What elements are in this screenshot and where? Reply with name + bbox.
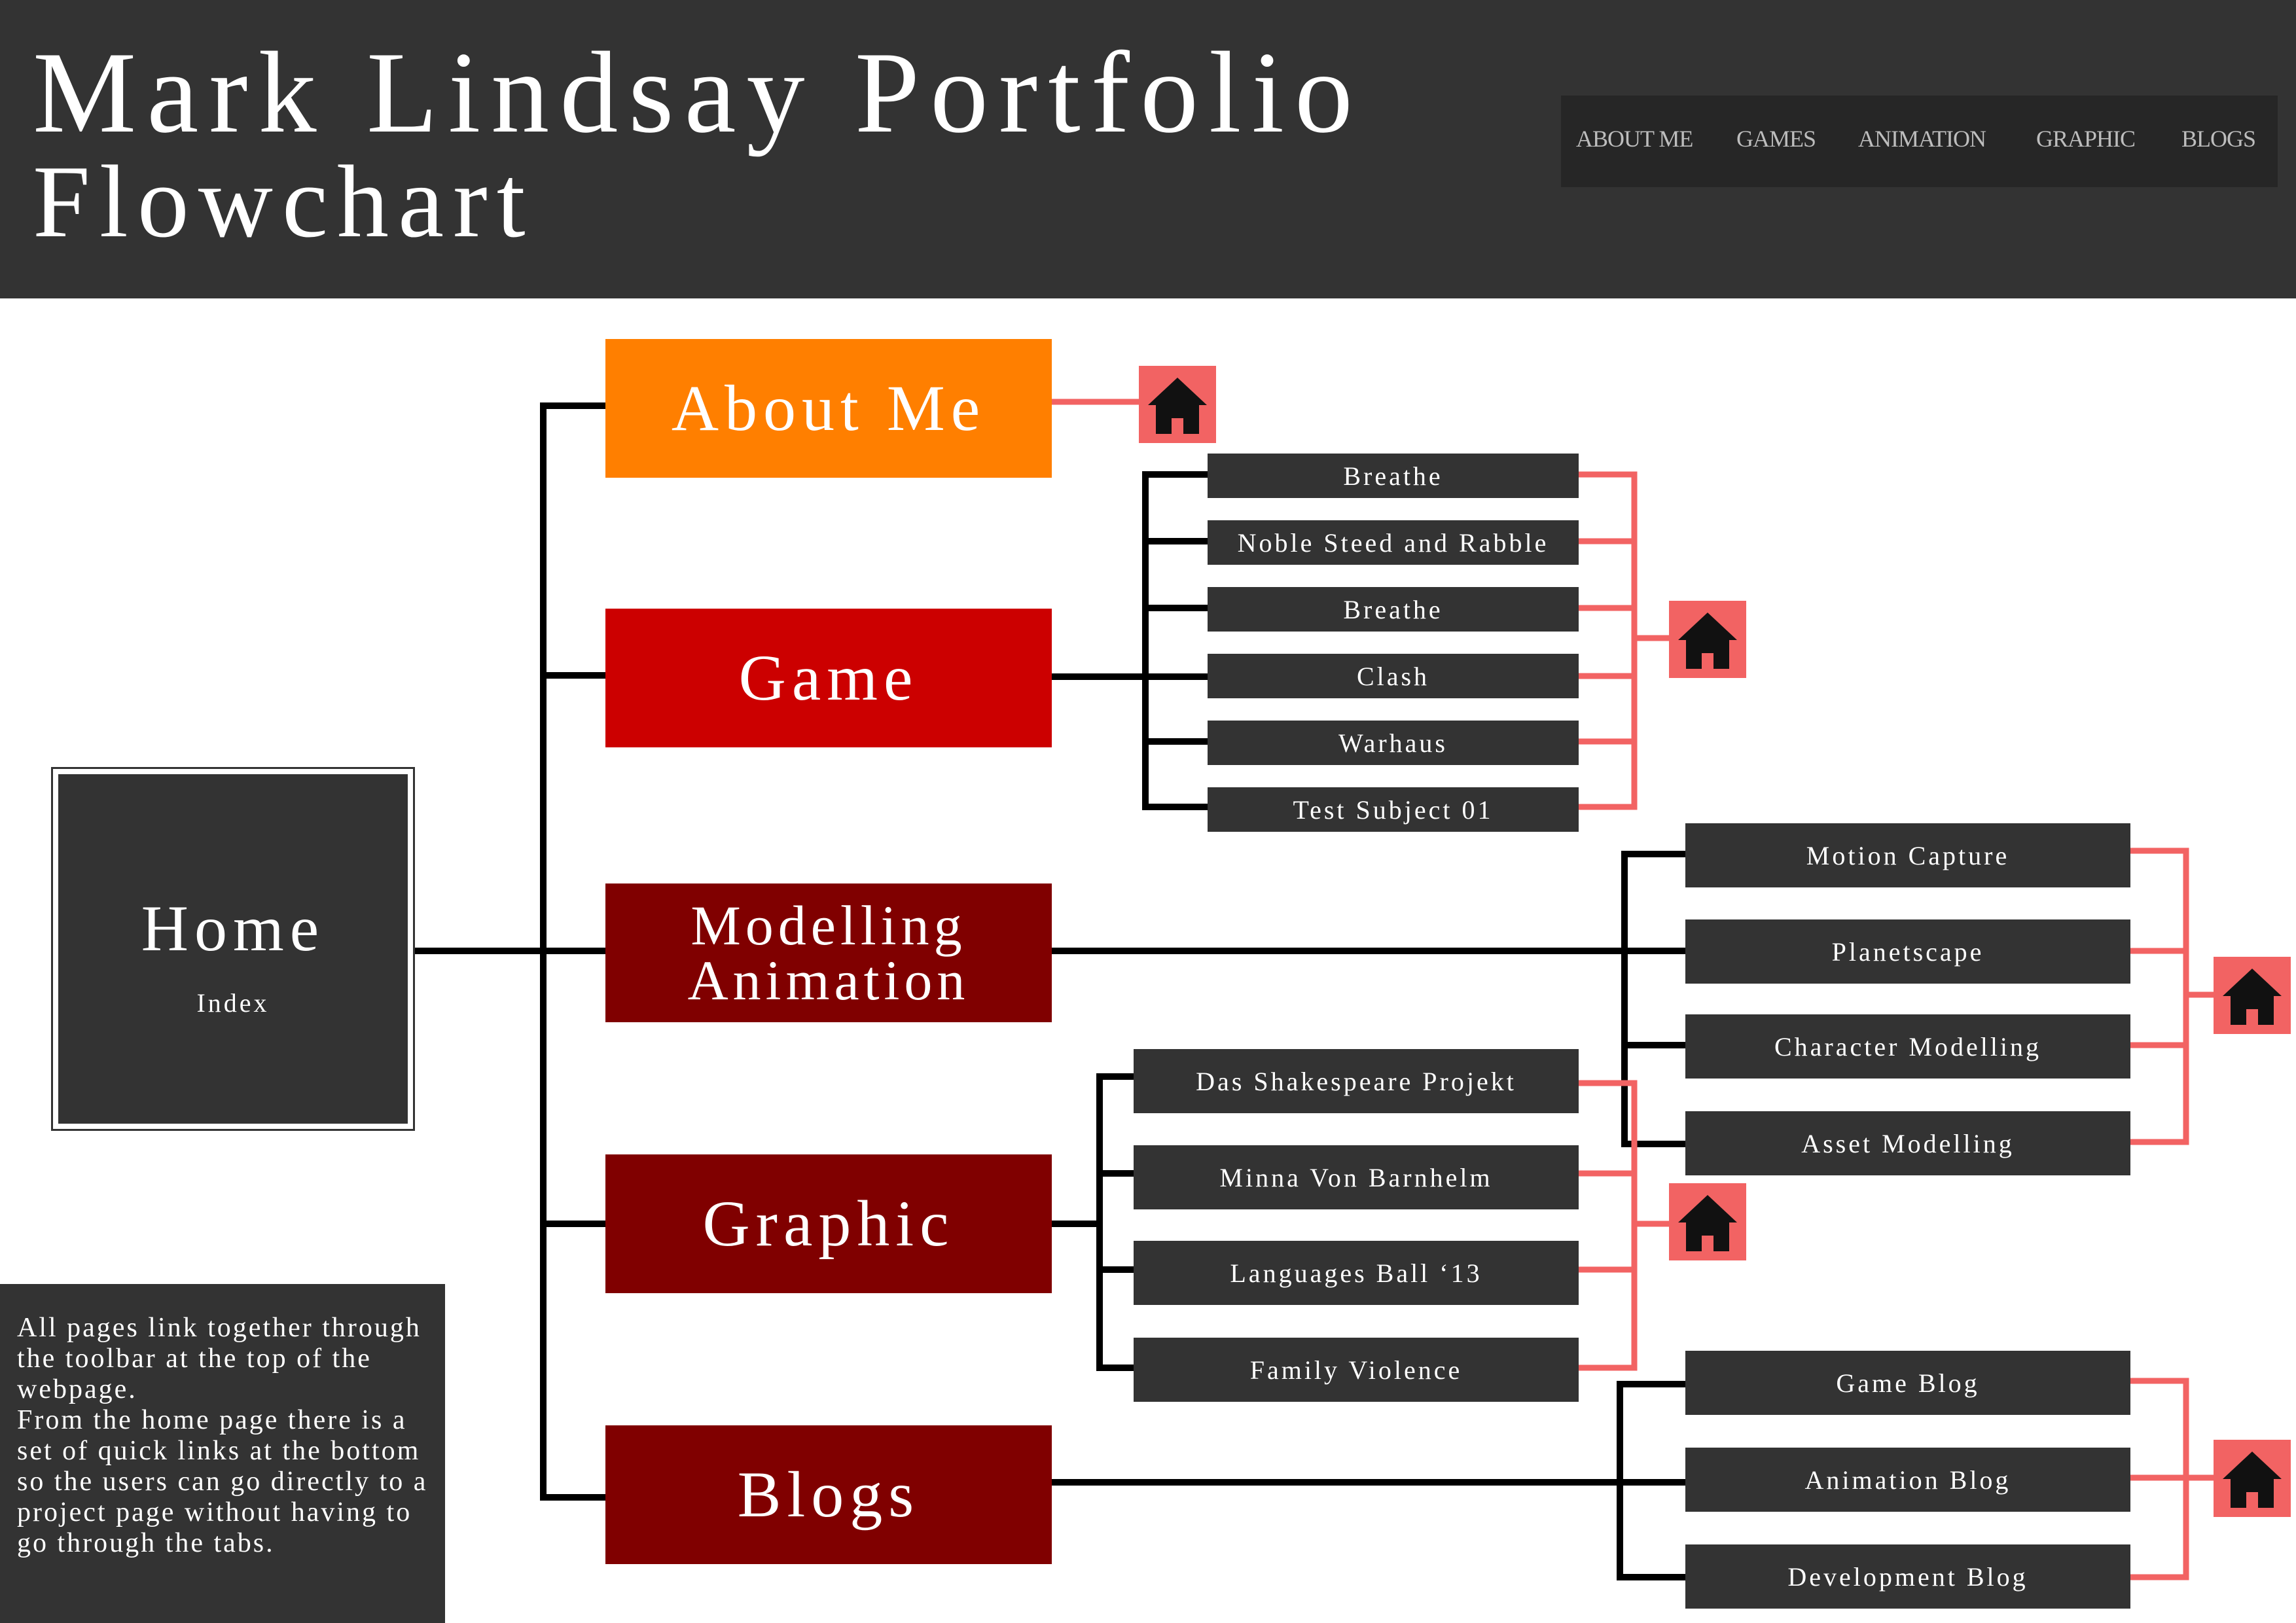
page-subtitle: Flowchart [33,145,535,259]
blogs-node[interactable]: Blogs [605,1425,1052,1564]
game-page-warhaus[interactable]: Warhaus [1208,721,1579,765]
graphic-page-family-violence[interactable]: Family Violence [1134,1338,1579,1402]
blog-page-development-blog[interactable]: Development Blog [1685,1544,2130,1609]
nav-graphic[interactable]: GRAPHIC [2036,126,2136,152]
house-icon[interactable] [1139,366,1216,443]
animation-label: Animation [687,949,970,1012]
blog-page-animation-blog[interactable]: Animation Blog [1685,1448,2130,1512]
nav-about-me[interactable]: ABOUT ME [1576,126,1693,152]
home-node[interactable]: Home Index [51,767,415,1131]
house-icon[interactable] [1669,601,1746,678]
modelling-animation-node[interactable]: Modelling Animation [605,883,1052,1022]
house-icon[interactable] [1669,1183,1746,1260]
game-page-breathe[interactable]: Breathe [1208,454,1579,498]
explanation-text: All pages link together through the tool… [17,1313,428,1558]
explanation-note: All pages link together through the tool… [0,1284,445,1623]
blog-page-game-blog[interactable]: Game Blog [1685,1351,2130,1415]
nav-toolbar: ABOUT ME GAMES ANIMATION GRAPHIC BLOGS [1561,96,2278,187]
game-page-test-subject-01[interactable]: Test Subject 01 [1208,787,1579,832]
modelling-page-planetscape[interactable]: Planetscape [1685,919,2130,984]
page-title: Mark Lindsay Portfolio [33,27,1363,157]
modelling-label: Modelling [691,893,967,957]
graphic-page-languages-ball-13[interactable]: Languages Ball ‘13 [1134,1241,1579,1305]
house-icon[interactable] [2214,957,2291,1034]
structure-connectors [412,402,1689,1580]
nav-animation[interactable]: ANIMATION [1858,126,1986,152]
game-node[interactable]: Game [605,609,1052,747]
modelling-page-character-modelling[interactable]: Character Modelling [1685,1014,2130,1079]
nav-games[interactable]: GAMES [1736,126,1816,152]
game-page-breathe-2[interactable]: Breathe [1208,587,1579,632]
game-page-clash[interactable]: Clash [1208,654,1579,698]
graphic-node[interactable]: Graphic [605,1154,1052,1293]
house-icon[interactable] [2214,1440,2291,1517]
home-title: Home [141,892,325,965]
game-page-noble-steed-and-rabble[interactable]: Noble Steed and Rabble [1208,520,1579,565]
return-home-connectors [1049,399,2217,1580]
about-me-node[interactable]: About Me [605,339,1052,478]
header-bar: Mark Lindsay Portfolio Flowchart ABOUT M… [0,0,2296,298]
home-node-fill: Home Index [58,774,408,1124]
modelling-page-asset-modelling[interactable]: Asset Modelling [1685,1111,2130,1175]
nav-blogs[interactable]: BLOGS [2181,126,2256,152]
graphic-page-das-shakespeare-projekt[interactable]: Das Shakespeare Projekt [1134,1049,1579,1113]
home-subtitle: Index [196,988,270,1018]
graphic-page-minna-von-barnhelm[interactable]: Minna Von Barnhelm [1134,1145,1579,1209]
modelling-page-motion-capture[interactable]: Motion Capture [1685,823,2130,887]
